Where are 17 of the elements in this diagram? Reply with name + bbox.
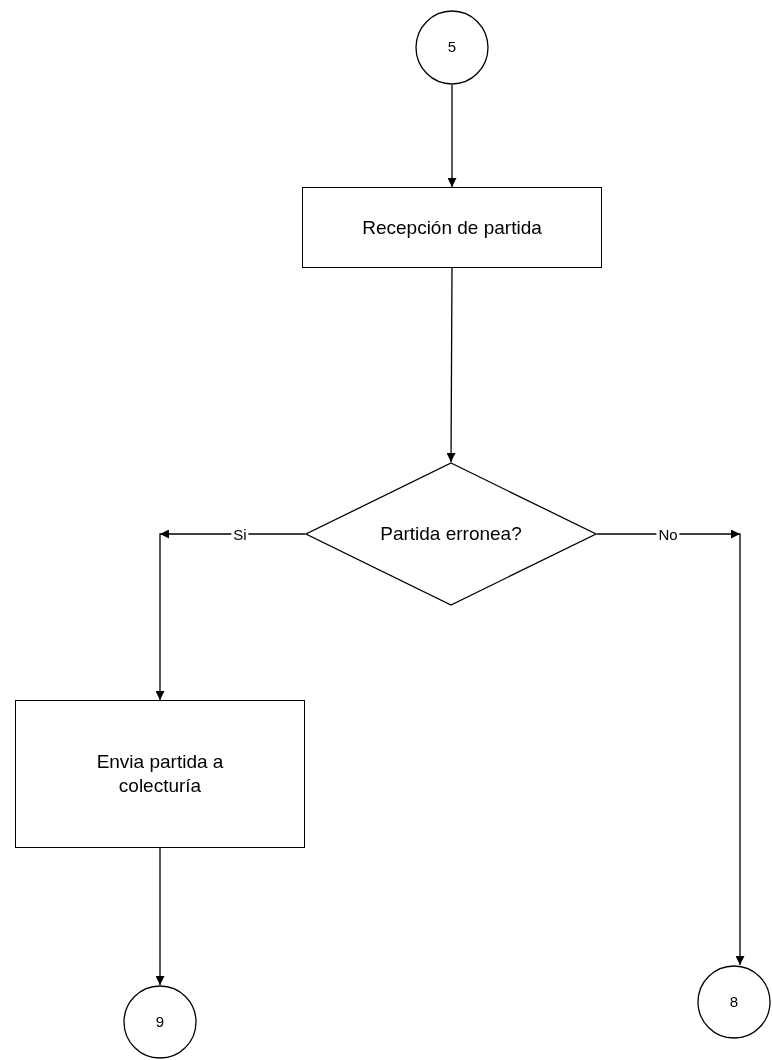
arrow [596,530,745,966]
connector-circle [123,985,197,1059]
arrow [447,84,457,188]
node-label: Recepción de partida [362,215,542,240]
arrow [446,267,456,463]
process-box [15,700,305,848]
arrow [155,847,165,986]
arrow [156,530,306,701]
process-box [302,187,602,268]
node-label: 8 [729,992,739,1012]
decision-diamond [305,462,597,606]
node-label: Envia partida a colecturía [95,750,225,798]
connector-circle [697,965,771,1039]
node-label: 5 [447,38,457,57]
node-label: 9 [155,1012,165,1032]
node-label: Partida erronea? [380,522,522,546]
connector-circle [415,10,489,85]
